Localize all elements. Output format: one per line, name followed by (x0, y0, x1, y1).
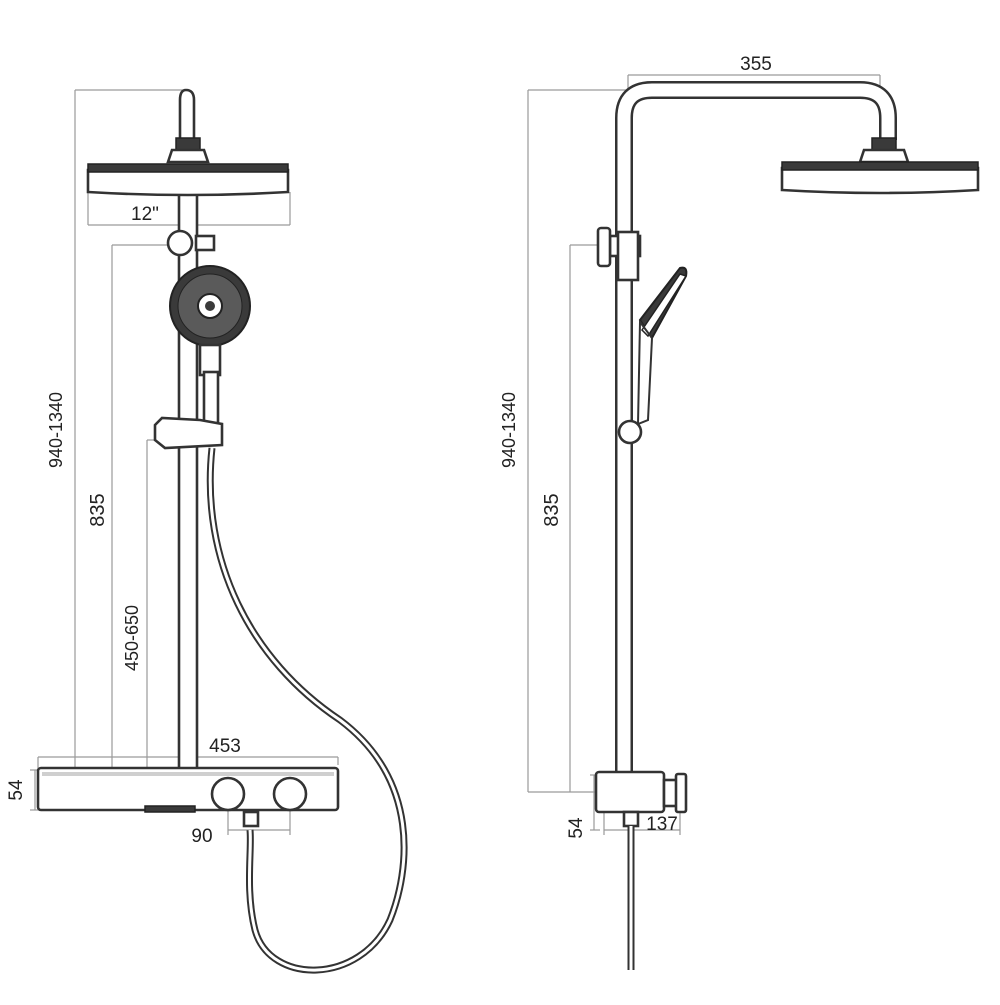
side-slide-holder (617, 419, 643, 445)
front-rain-head-top (87, 163, 289, 173)
side-panel-height-label: 54 (566, 817, 587, 839)
side-knob (674, 772, 688, 814)
front-head-width-label: 12" (131, 204, 159, 225)
front-holder-range-label: 450-650 (122, 605, 142, 671)
side-diverter-body (616, 230, 640, 282)
front-panel-height-label: 54 (6, 779, 27, 801)
side-dimension-lines (527, 74, 881, 835)
front-panel-slot (144, 805, 196, 813)
side-arm-length-label: 355 (740, 54, 772, 75)
front-shower-arm (178, 88, 196, 152)
side-arm-collar (858, 148, 910, 164)
front-left-knob (210, 776, 246, 812)
front-bar-height-label: 835 (87, 493, 109, 526)
side-view: 355 940-1340 835 54 137 (499, 54, 980, 970)
front-arm-nut (175, 137, 201, 151)
side-diverter-knob (596, 226, 612, 268)
front-total-height-label: 940-1340 (46, 392, 66, 468)
side-thermostat-body (594, 770, 666, 814)
side-depth-label: 137 (646, 814, 678, 835)
side-outlet-nut (622, 810, 640, 828)
front-diverter-knob (166, 229, 194, 257)
side-total-height-label: 940-1340 (499, 392, 519, 468)
front-outlet-nut (242, 810, 260, 828)
front-right-knob (272, 776, 308, 812)
side-hand-shower (636, 266, 688, 426)
front-arm-collar (166, 148, 210, 164)
side-bar-height-label: 835 (541, 493, 563, 526)
side-rain-head (780, 166, 980, 195)
side-arm-nut (871, 137, 897, 151)
front-diverter-block (194, 234, 216, 252)
front-view: 12" 940-1340 835 450-650 453 54 90 (6, 88, 408, 974)
front-hose (206, 447, 408, 974)
front-slide-holder (153, 416, 224, 450)
front-panel-width-label: 453 (209, 736, 241, 757)
front-outlet-spacing-label: 90 (191, 826, 212, 847)
side-rain-head-top (781, 161, 979, 171)
front-rain-head (86, 168, 290, 197)
front-hand-shower (169, 265, 251, 426)
